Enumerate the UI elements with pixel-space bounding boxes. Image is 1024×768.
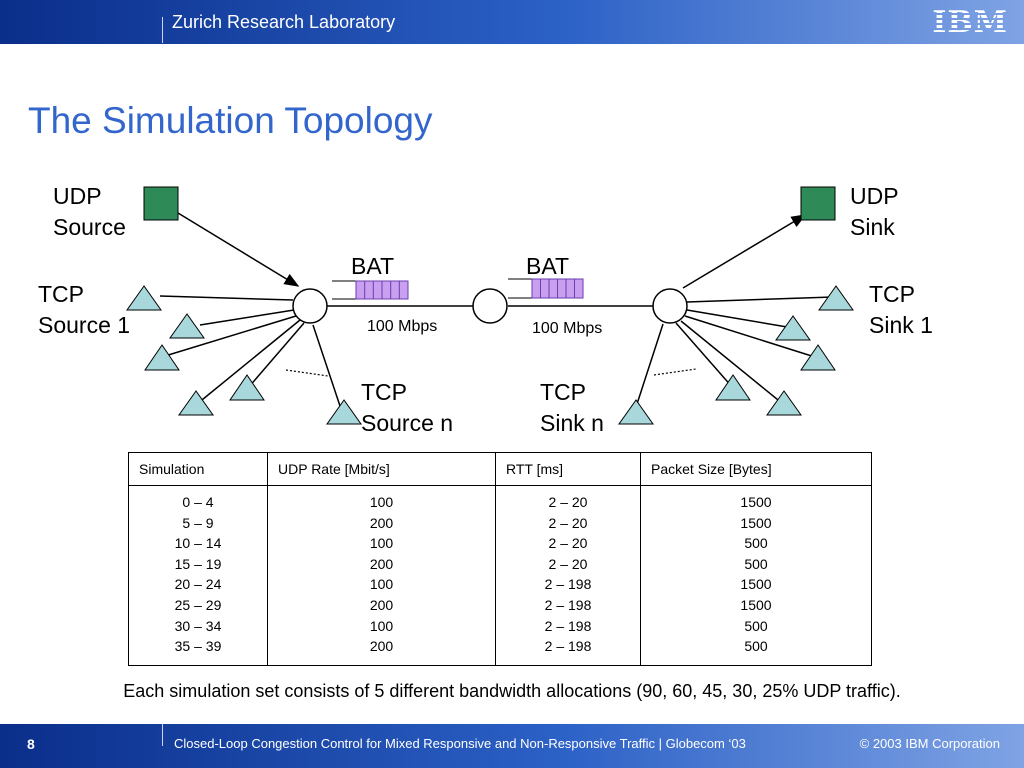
router-middle	[472, 288, 508, 324]
link-left-label: 100 Mbps	[367, 318, 438, 335]
ibm-logo: IBM	[932, 4, 1014, 40]
table-header-row: Simulation UDP Rate [Mbit/s] RTT [ms] Pa…	[128, 452, 872, 486]
footer-bar: 8 Closed-Loop Congestion Control for Mix…	[0, 724, 1024, 768]
bat-queue-right	[508, 278, 584, 299]
tcp-source-node	[169, 313, 205, 339]
udp-sink-link	[682, 214, 807, 289]
bat-left-label: BAT	[351, 253, 395, 279]
simulation-note: Each simulation set consists of 5 differ…	[123, 681, 901, 701]
router-left	[292, 288, 328, 324]
tcp-source-1-label: TCP Source 1	[38, 281, 131, 338]
column-header: UDP Rate [Mbit/s]	[267, 452, 496, 486]
header-separator	[162, 17, 163, 43]
tcp-sink-node	[775, 315, 811, 341]
slide-title: The Simulation Topology	[28, 100, 433, 141]
tcp-sink-node	[800, 344, 836, 371]
udp-source-link	[177, 212, 300, 287]
tcp-source-node	[144, 344, 180, 371]
column-header: Simulation	[128, 452, 268, 486]
simulation-table: Simulation UDP Rate [Mbit/s] RTT [ms] Pa…	[128, 452, 872, 666]
table-row: 0 – 4 5 – 9 10 – 14 15 – 19 20 – 24 25 –…	[128, 485, 872, 666]
tcp-source-node	[326, 399, 362, 425]
udp-source-label: UDP Source	[53, 183, 126, 240]
udp-sink-node	[800, 186, 836, 221]
link-right-label: 100 Mbps	[532, 320, 603, 337]
bat-right-label: BAT	[526, 253, 570, 279]
column-header: RTT [ms]	[495, 452, 641, 486]
tcp-sink-node	[818, 285, 854, 311]
tcp-sink-n-label: TCP Sink n	[540, 379, 604, 436]
udp-rate-column: 100 200 100 200 100 200 100 200	[267, 485, 496, 666]
tcp-sink-node	[618, 399, 654, 425]
tcp-source-n-label: TCP Source n	[361, 379, 454, 436]
header-bar: Zurich Research Laboratory IBM	[0, 0, 1024, 44]
tcp-source-node	[229, 374, 265, 401]
bat-queue-left	[332, 280, 409, 300]
lab-name: Zurich Research Laboratory	[172, 12, 396, 32]
packet-size-column: 1500 1500 500 500 1500 1500 500 500	[640, 485, 872, 666]
udp-source-node	[143, 186, 179, 221]
tcp-sink-node	[766, 390, 802, 416]
tcp-sink-1-label: TCP Sink 1	[869, 281, 933, 338]
tcp-sink-node	[715, 374, 751, 401]
rtt-column: 2 – 20 2 – 20 2 – 20 2 – 20 2 – 198 2 – …	[495, 485, 641, 666]
simulation-column: 0 – 4 5 – 9 10 – 14 15 – 19 20 – 24 25 –…	[128, 485, 268, 666]
router-right	[652, 288, 688, 324]
topology-diagram	[126, 186, 854, 425]
footer-separator	[162, 724, 163, 746]
page-number: 8	[27, 736, 35, 752]
tcp-source-node	[178, 390, 214, 416]
copyright: © 2003 IBM Corporation	[859, 736, 1000, 751]
udp-sink-label: UDP Sink	[850, 183, 899, 240]
footer-text: Closed-Loop Congestion Control for Mixed…	[174, 736, 746, 751]
column-header: Packet Size [Bytes]	[640, 452, 872, 486]
ibm-logo-text: IBM	[932, 5, 1008, 40]
tcp-source-node	[126, 285, 162, 311]
